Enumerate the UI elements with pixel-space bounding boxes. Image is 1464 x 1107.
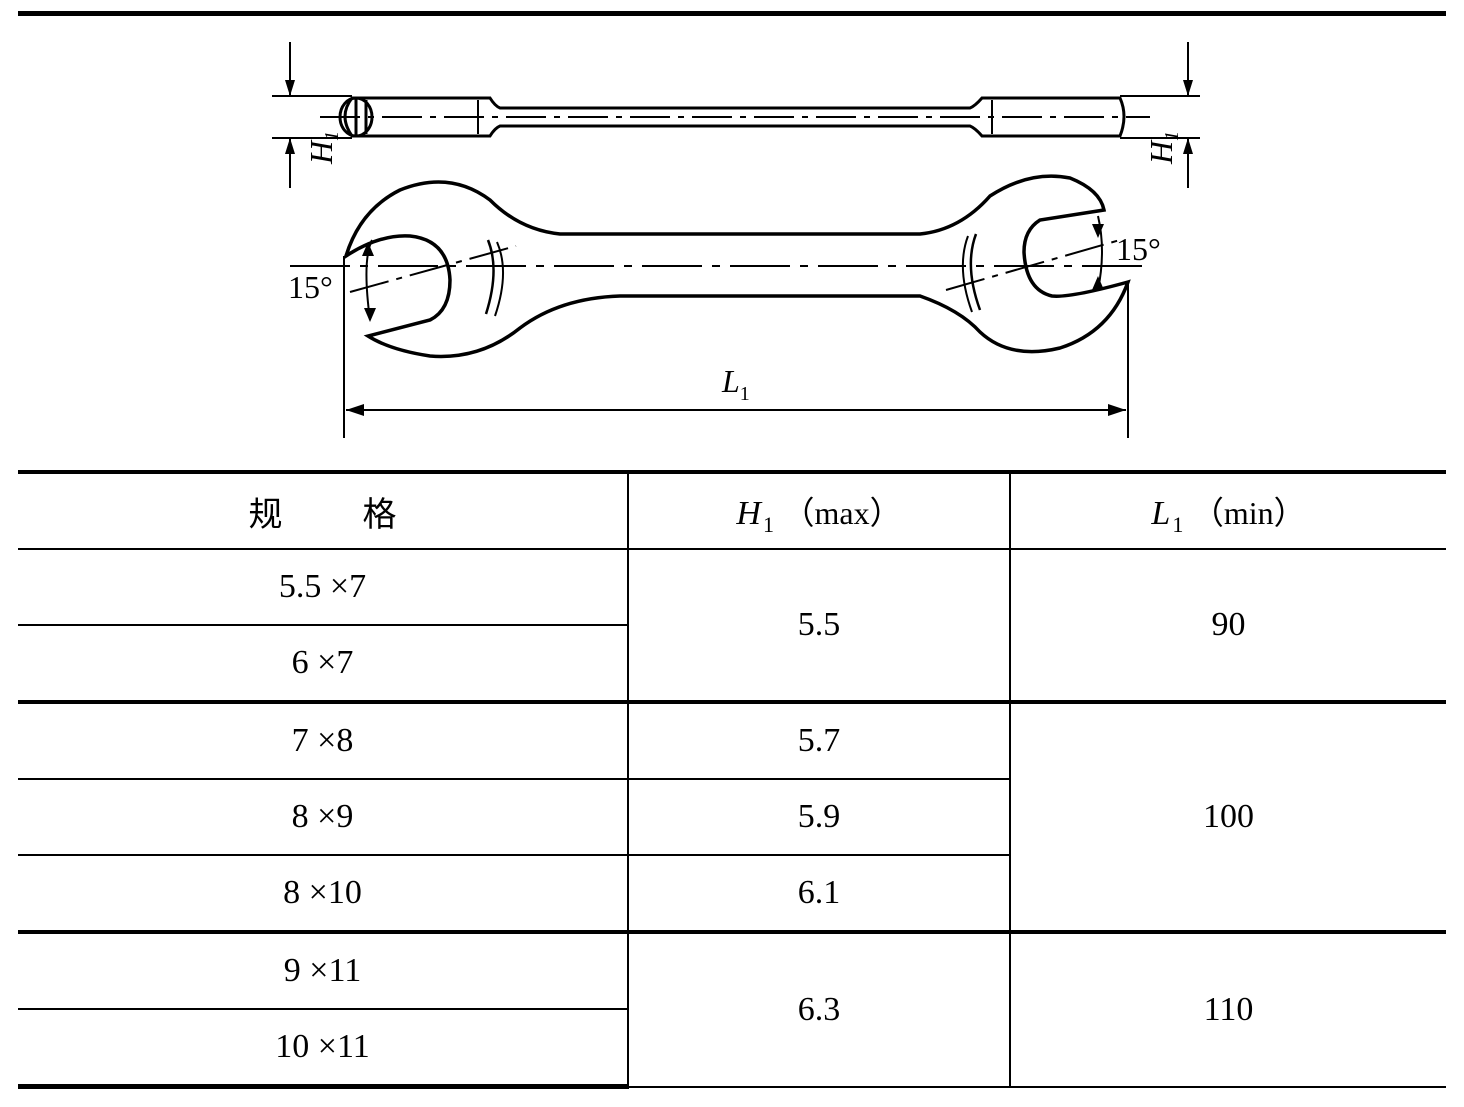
table-row: 7 ×8 5.7 100 (18, 700, 1446, 933)
side-dimension-lines (272, 42, 1200, 188)
header-spec: 规格 (18, 470, 628, 550)
h1-cell: 5.9 (627, 778, 1010, 856)
side-arrows (285, 80, 1193, 154)
wrench-front-view (342, 174, 1131, 359)
l1-cell: 100 (1009, 700, 1446, 933)
header-l1: L1 （min） (1009, 470, 1446, 550)
table-row: 8 ×10 6.1 (18, 854, 1446, 933)
front-arrows (346, 224, 1126, 416)
spec-cell: 10 ×11 (18, 1008, 628, 1089)
h1-right-label: H1 (1143, 131, 1183, 165)
top-rule (18, 11, 1446, 16)
h1-cell: 5.5 (627, 548, 1010, 703)
spec-cell: 8 ×10 (18, 854, 628, 933)
wrench-spec-table: 规格 H1 （max） L1 （min） 5.5 ×7 5.5 90 6 ×7 … (18, 470, 1446, 1089)
table-row: 8 ×9 5.9 (18, 778, 1446, 856)
h1-cell: 6.1 (627, 854, 1010, 933)
spec-cell: 9 ×11 (18, 930, 628, 1010)
table-row: 10 ×11 (18, 1008, 1446, 1089)
spec-cell: 5.5 ×7 (18, 548, 628, 626)
l1-cell: 110 (1009, 930, 1446, 1088)
h1-left-label: H1 (303, 131, 343, 165)
table-row: 9 ×11 6.3 110 (18, 930, 1446, 1088)
wrench-drawing: H1 H1 15° 15° L1 (0, 20, 1464, 450)
l1-label: L1 (721, 363, 750, 405)
h1-cell: 6.3 (627, 930, 1010, 1088)
h1-cell: 5.7 (627, 700, 1010, 780)
front-dimension-lines (290, 215, 1150, 438)
table-row: 6 ×7 (18, 624, 1446, 703)
spec-cell: 7 ×8 (18, 700, 628, 780)
spec-cell: 8 ×9 (18, 778, 628, 856)
angle-right-label: 15° (1116, 231, 1161, 267)
table-row: 5.5 ×7 5.5 90 (18, 548, 1446, 703)
header-h1: H1 （max） (627, 470, 1010, 550)
l1-cell: 90 (1009, 548, 1446, 703)
angle-left-label: 15° (288, 269, 333, 305)
spec-cell: 6 ×7 (18, 624, 628, 703)
